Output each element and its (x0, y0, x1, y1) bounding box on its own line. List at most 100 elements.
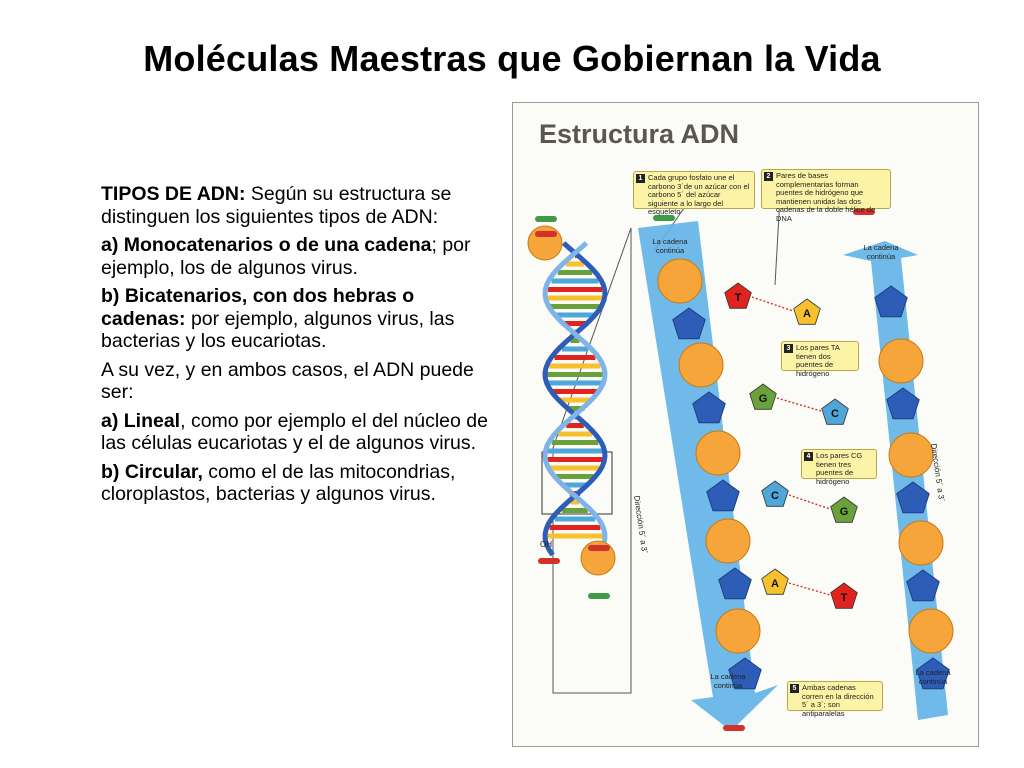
hydrogen-bond (751, 296, 794, 312)
right-strand-units (874, 285, 954, 690)
sugar-pentagon (672, 307, 706, 340)
paragraph-text: Según su estructura se distinguen los si… (101, 183, 452, 228)
carbon-tag (588, 545, 610, 551)
helix-rung (549, 304, 601, 309)
note-text: Ambas cadenas corren en la dirección 5´ … (802, 683, 874, 718)
helix-rung (565, 406, 585, 411)
helix-rung (547, 448, 603, 454)
sugar-pentagon (692, 391, 726, 424)
helix-backbone (542, 241, 608, 557)
note-1: 1 Cada grupo fosfato une el carbono 3´de… (633, 171, 755, 216)
helix-rung (549, 525, 601, 530)
helix-rung (561, 321, 589, 326)
carbon-tag (653, 215, 675, 221)
paragraph-bold: a) Monocatenarios o de una cadena (101, 234, 432, 256)
phosphate-circle (705, 518, 751, 564)
base-C (821, 398, 849, 425)
paragraph-text: por ejemplo, algunos virus, las bacteria… (101, 307, 455, 353)
paragraph-bold: TIPOS DE ADN: (101, 183, 246, 205)
paragraph-bicatenarios: b) Bicatenarios, con dos hebras o cadena… (101, 285, 493, 353)
sugar-pentagon (906, 569, 940, 602)
helix-rung (547, 457, 603, 462)
helix-rung (547, 380, 603, 386)
note-text: Los pares CG tienen tres puentes de hidr… (816, 451, 863, 486)
hydrogen-bond (788, 494, 831, 510)
carbon-tag (538, 558, 560, 564)
carbon-tag (535, 216, 557, 222)
helix-rung (549, 465, 601, 471)
helix-rung (547, 372, 603, 377)
text-block: TIPOS DE ADN: Según su estructura se dis… (101, 183, 493, 512)
left-strand-arrow (638, 221, 778, 731)
phosphate-circle (898, 520, 944, 566)
helix-rung (557, 270, 593, 275)
base-letter: T (735, 292, 742, 304)
phosphate-circle (715, 608, 761, 654)
paragraph-ambos-casos: A su vez, y en ambos casos, el ADN puede… (101, 359, 493, 404)
helix-rung (551, 278, 599, 284)
paragraph-bold: b) Bicatenarios, con dos hebras o cadena… (101, 285, 415, 330)
helix-rung (570, 499, 580, 505)
helix-rung (554, 474, 596, 479)
helix-rung (547, 533, 603, 539)
base-letter: A (803, 308, 811, 320)
base-G (749, 383, 777, 410)
note-number: 5 (790, 684, 799, 693)
paragraph-text: A su vez, y en ambos casos, el ADN puede… (101, 358, 474, 404)
base-T (724, 282, 752, 309)
helix-rung (547, 287, 603, 292)
paragraph-circular: b) Circular, como el de las mitocondrias… (101, 461, 493, 506)
sugar-pentagon (718, 567, 752, 600)
strand-label-top-right: La cadena continúa (863, 243, 899, 261)
base-letter: G (759, 393, 768, 405)
carbon-tag (588, 593, 610, 599)
sugar-pentagon (874, 285, 908, 318)
note-number: 3 (784, 344, 793, 353)
helix-rung (558, 431, 592, 437)
helix-rung (561, 346, 589, 352)
phosphate-circle (678, 342, 724, 388)
phosphate-circle (695, 430, 741, 476)
helix-rung (561, 482, 589, 488)
base-A (793, 298, 821, 325)
helix-rung (547, 295, 603, 301)
base-C (761, 480, 789, 507)
paragraph-text: , como por ejemplo el del núcleo de las … (101, 409, 488, 455)
note-text: Los pares TA tienen dos puentes de hidró… (796, 343, 840, 378)
sugar-pentagon (728, 657, 762, 690)
base-letter: C (771, 490, 779, 502)
helix-rung (566, 423, 584, 428)
helix-rung (554, 312, 596, 318)
base-A (761, 568, 789, 595)
phosphate-circle (888, 432, 934, 478)
double-helix (542, 241, 608, 557)
helix-rung (551, 389, 599, 394)
helix-rung (551, 440, 599, 445)
note-2: 2 Pares de bases complementarias forman … (761, 169, 891, 222)
figure-title: Estructura ADN (539, 119, 740, 149)
strand-label-top-left: La cadena continúa (652, 237, 688, 255)
helix-backbone (542, 241, 608, 557)
carbon-tag (853, 209, 875, 215)
sugar-pentagon (886, 387, 920, 420)
paragraph-tipos: TIPOS DE ADN: Según su estructura se dis… (101, 183, 493, 228)
base-letter: G (840, 506, 849, 518)
left-strand-units (657, 258, 762, 690)
base-letter: A (771, 578, 779, 590)
helix-rung (554, 516, 596, 522)
helix-rung (554, 355, 596, 360)
note-3: 3 Los pares TA tienen dos puentes de hid… (781, 341, 859, 377)
hydrogen-bond (788, 582, 831, 596)
slide-title: Moléculas Maestras que Gobiernan la Vida (143, 38, 881, 79)
note-text: Cada grupo fosfato une el carbono 3´de u… (648, 173, 750, 216)
phosphate-circle (878, 338, 924, 384)
base-letter: C (831, 408, 839, 420)
helix-rung (562, 508, 588, 513)
base-letter: T (841, 592, 848, 604)
helix-rung (565, 261, 585, 267)
paragraph-bold: b) Circular, (101, 460, 203, 483)
base-pairs: T A G C C G A T (724, 282, 858, 609)
phosphate-circle (657, 258, 703, 304)
dna-illustration: T A G C C G A T (527, 178, 954, 731)
